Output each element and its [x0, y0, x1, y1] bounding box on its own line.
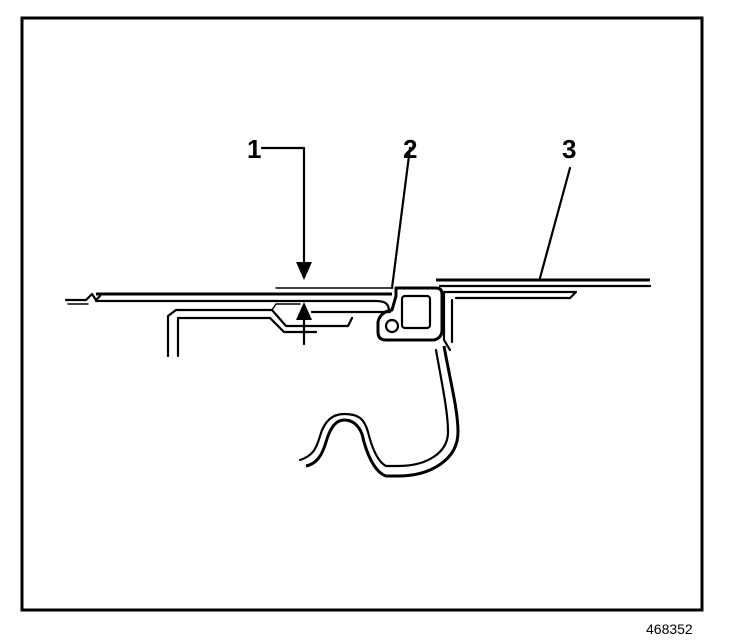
- weatherstrip-seal: [376, 146, 444, 342]
- gap-measurement: [260, 146, 312, 346]
- callout-1: 1: [247, 134, 261, 164]
- callout-3: 3: [562, 134, 576, 164]
- panel-assembly-drawing: [64, 146, 652, 478]
- left-panel: [64, 287, 393, 358]
- figure-id: 468352: [646, 621, 693, 637]
- diagram-border: [20, 16, 704, 612]
- callout-labels: 1 2 3: [247, 134, 576, 164]
- callout-2: 2: [403, 134, 417, 164]
- right-panel: [298, 166, 652, 478]
